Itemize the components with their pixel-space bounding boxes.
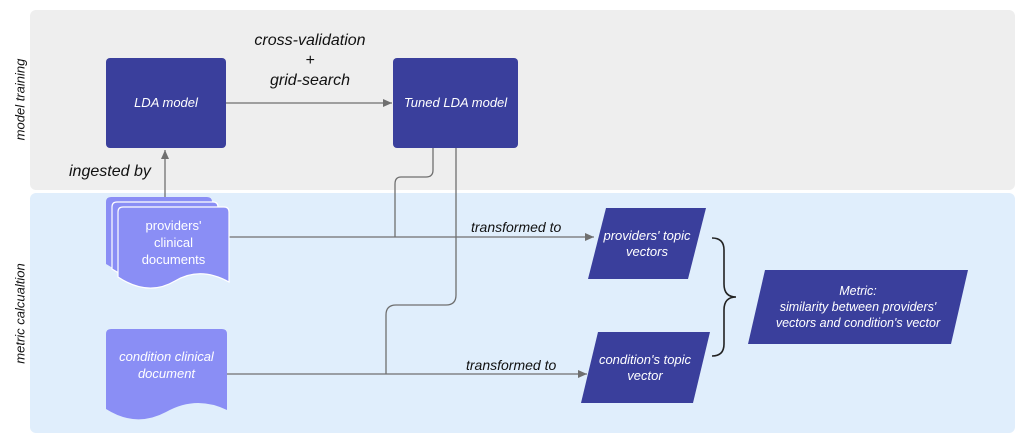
condition-vector-shape — [581, 332, 710, 403]
cross-validation-label: cross-validation + grid-search — [254, 32, 366, 89]
lda-model-box — [106, 58, 226, 148]
providers-vectors-label: providers' topic vectors — [603, 227, 691, 259]
transformed-to-label-1: transformed to — [471, 219, 562, 235]
condition-doc-shape — [106, 329, 227, 420]
curly-brace — [711, 237, 737, 357]
providers-doc-front — [117, 206, 230, 289]
providers-vectors-shape — [588, 208, 706, 279]
ingested-by-label: ingested by — [69, 163, 151, 180]
edge-tuned-to-condition — [385, 148, 457, 374]
providers-docs-label: providers' clinical documents — [141, 218, 206, 267]
edge-tuned-to-providers — [394, 148, 434, 237]
transformed-to-label-2: transformed to — [466, 357, 557, 373]
condition-vector-label: condition's topic vector — [598, 351, 692, 383]
metric-shape — [748, 270, 968, 344]
condition-doc-label: condition clinical document — [119, 349, 214, 381]
lda-model-label: LDA model — [134, 95, 198, 110]
tuned-lda-model-label: Tuned LDA model — [403, 95, 508, 110]
metric-label: Metric: similarity between providers' ve… — [775, 284, 941, 330]
tuned-lda-model-box — [393, 58, 518, 148]
